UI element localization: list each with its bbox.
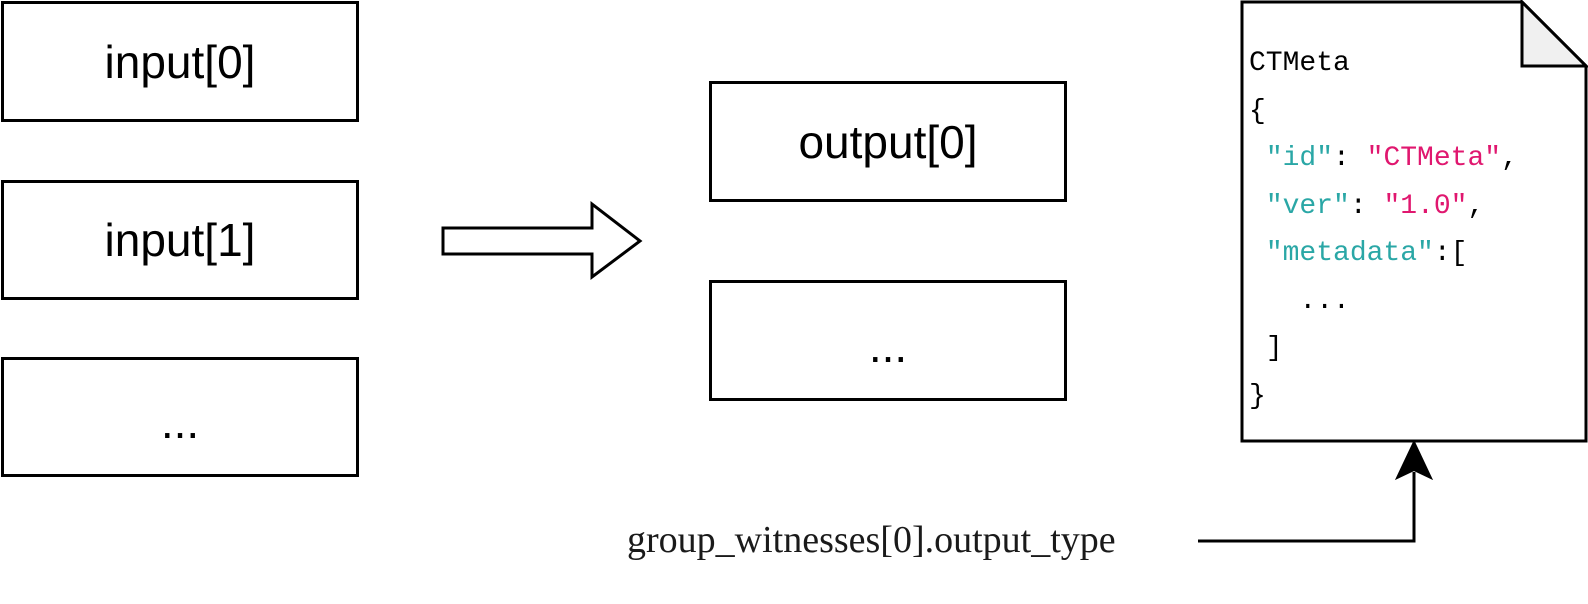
output-more-label: ... (868, 319, 908, 372)
doc-metadata-key: "metadata" (1265, 238, 1434, 269)
input-more-label: ... (160, 396, 200, 448)
output-0-label: output[0] (798, 115, 978, 168)
doc-close-bracket: ] (1265, 333, 1283, 364)
doc-id-comma: , (1501, 143, 1518, 174)
doc-title: CTMeta (1249, 48, 1350, 79)
doc-ellipsis-line: ... (1249, 278, 1518, 326)
doc-id-value: "CTMeta" (1366, 143, 1502, 174)
reference-label: group_witnesses[0].output_type (627, 519, 1116, 561)
doc-ver-value: "1.0" (1383, 190, 1468, 222)
doc-metadata-sep: :[ (1433, 238, 1468, 269)
input-more-box: ... (1, 357, 359, 477)
doc-metadata-line: "metadata":[ (1249, 230, 1518, 278)
doc-id-line: "id": "CTMeta", (1249, 135, 1518, 183)
ctmeta-document-shape (1240, 0, 1588, 443)
input-0-box: input[0] (1, 1, 359, 122)
doc-open-brace: { (1249, 95, 1266, 127)
doc-ver-key: "ver" (1265, 190, 1350, 222)
doc-ellipsis: ... (1299, 285, 1350, 317)
input-0-label: input[0] (104, 35, 256, 88)
input-1-label: input[1] (104, 214, 256, 266)
doc-close-brace: } (1249, 380, 1266, 412)
output-more-box: ... (709, 280, 1067, 401)
ctmeta-document-content: CTMeta { "id": "CTMeta", "ver": "1.0", "m… (1249, 40, 1518, 420)
doc-close-bracket-line: ] (1249, 325, 1518, 373)
doc-ver-line: "ver": "1.0", (1249, 183, 1518, 231)
document-fold-corner (1520, 0, 1588, 68)
doc-ver-comma: , (1467, 190, 1485, 222)
transform-arrow (441, 200, 643, 280)
reference-arrowhead (1394, 439, 1434, 481)
doc-id-sep: : (1333, 143, 1367, 174)
output-0-box: output[0] (709, 81, 1067, 202)
doc-id-key: "id" (1265, 143, 1334, 174)
doc-ver-sep: : (1349, 190, 1384, 222)
input-1-box: input[1] (1, 180, 359, 300)
reference-connector-line (1198, 472, 1416, 543)
